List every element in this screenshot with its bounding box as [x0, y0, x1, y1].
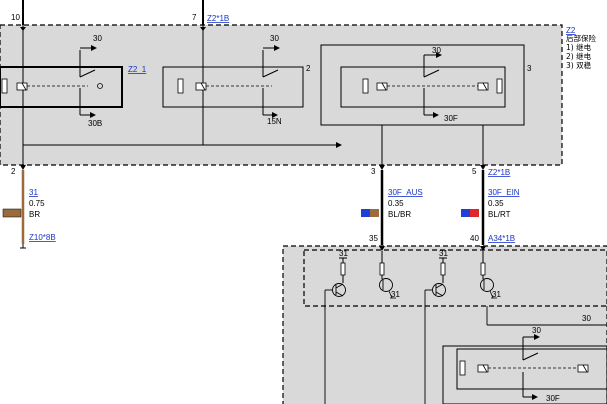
wire-color-code: BL/BR	[388, 210, 411, 219]
wire-name-link[interactable]: 31	[29, 188, 38, 197]
relay-1-output-label: 30B	[88, 119, 102, 128]
wire-30f-ein[interactable]	[480, 165, 486, 245]
module-note-3: 3) 双稳	[566, 60, 592, 70]
pin-label: 3	[371, 167, 376, 176]
module-note-1: 1) 继电	[566, 42, 592, 52]
relay-1[interactable]	[0, 45, 123, 118]
wire-gauge: 0.75	[29, 199, 45, 208]
ground-label: 31	[492, 290, 501, 299]
wire-name-link[interactable]: 30F_AUS	[388, 188, 423, 197]
color-swatch	[461, 209, 470, 217]
wire-color-code: BL/RT	[488, 210, 511, 219]
ground-label: 31	[339, 249, 348, 258]
relay-3[interactable]	[320, 44, 525, 165]
relay-2-supply-label: 30	[270, 34, 279, 43]
arrow-icon	[336, 142, 342, 148]
color-swatch	[2, 208, 22, 218]
pin-label: 10	[11, 13, 20, 22]
relay-3-number: 3	[527, 64, 532, 73]
wire-30f-aus[interactable]	[379, 165, 385, 245]
transistor-stage-4	[480, 251, 497, 299]
transistor-stage-2	[379, 251, 396, 299]
pin-arrow	[379, 246, 385, 251]
supply-label: 30	[582, 314, 591, 323]
connector-link[interactable]: Z2*1B	[207, 14, 229, 23]
relay-2[interactable]	[162, 45, 304, 118]
lower-relay-supply-label: 30	[532, 326, 541, 335]
wire-end-link[interactable]: Z10*8B	[29, 233, 56, 242]
relay-1-supply-label: 30	[93, 34, 102, 43]
pin-label: 5	[472, 167, 477, 176]
ground-label: 31	[391, 290, 400, 299]
wire-31-br[interactable]	[20, 165, 26, 249]
color-swatch	[470, 209, 479, 217]
pin-label: 2	[11, 167, 16, 176]
wire-name-link[interactable]: 30F_EIN	[488, 188, 520, 197]
relay-3-output-label: 30F	[444, 114, 458, 123]
pin-arrow	[480, 246, 486, 251]
pin-label: 35	[369, 234, 378, 243]
wire-gauge: 0.35	[488, 199, 504, 208]
relay-2-output-label: 15N	[267, 117, 282, 126]
ground-label: 31	[439, 249, 448, 258]
pin-label: 40	[470, 234, 479, 243]
lower-relay[interactable]	[442, 334, 607, 404]
wire-gauge: 0.35	[388, 199, 404, 208]
connector-link[interactable]: Z2*1B	[488, 168, 510, 177]
pin-label: 7	[192, 13, 197, 22]
color-swatch	[370, 209, 379, 217]
transistor-stage-3	[424, 257, 447, 310]
relay-3-supply-label: 30	[432, 46, 441, 55]
relay-1-link[interactable]: Z2_1	[128, 65, 147, 74]
module-title: 后部保险	[566, 33, 596, 43]
module-z2[interactable]	[0, 24, 563, 166]
wire-color-code: BR	[29, 210, 40, 219]
module-note-2: 2) 继电	[566, 51, 592, 61]
connector-link[interactable]: A34*1B	[488, 234, 515, 243]
module-id-link[interactable]: Z2	[566, 26, 576, 35]
relay-2-number: 2	[306, 64, 311, 73]
lower-relay-output-label: 30F	[546, 394, 560, 403]
color-swatch	[361, 209, 370, 217]
